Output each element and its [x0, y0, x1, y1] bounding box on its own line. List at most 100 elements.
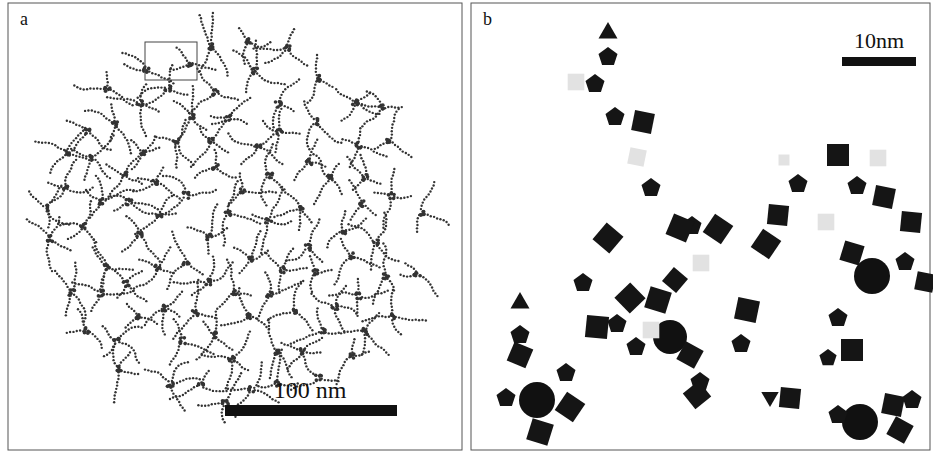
particle-dot — [270, 384, 272, 386]
particle-dot — [271, 220, 273, 222]
particle-dot — [271, 364, 273, 366]
particle-dot — [312, 153, 314, 155]
particle-dot — [167, 380, 169, 382]
particle-dot — [270, 219, 274, 223]
particle-dot — [128, 145, 130, 147]
particle-dot — [127, 142, 129, 144]
particle-dot — [260, 365, 262, 367]
particle-dot — [234, 176, 236, 178]
particle-dot — [114, 362, 116, 364]
particle-dot — [168, 189, 170, 191]
particle-dot — [260, 321, 262, 323]
particle-dot — [130, 287, 132, 289]
particle-dot — [216, 308, 218, 310]
particle-dot — [253, 220, 255, 222]
particle-dot — [155, 268, 159, 272]
particle-dot — [169, 68, 171, 70]
particle-dot — [231, 371, 233, 373]
particle-dot — [51, 231, 53, 233]
particle-dot — [290, 250, 292, 252]
particle-dot — [278, 121, 280, 123]
particle-dot — [261, 245, 263, 247]
particle-dot — [208, 329, 210, 331]
particle-dot — [378, 315, 380, 317]
particle-dot — [112, 352, 114, 354]
particle-dot — [310, 258, 312, 260]
particle-dot — [228, 175, 230, 177]
particle-dot — [277, 201, 279, 203]
particle-dot — [341, 226, 343, 228]
particle-dot — [128, 306, 130, 308]
particle-dot — [128, 103, 130, 105]
particle-dot — [349, 354, 353, 358]
particle-dot — [389, 205, 391, 207]
particle-dot — [112, 359, 114, 361]
particle-dot — [140, 105, 142, 107]
particle-dot — [103, 272, 105, 274]
particle-dot — [390, 184, 392, 186]
particle-dot — [266, 394, 268, 396]
particle-dot — [288, 37, 290, 39]
particle-dot — [208, 370, 210, 372]
particle-dot — [264, 218, 266, 220]
particle-dot — [101, 347, 103, 349]
particle-dot — [341, 241, 343, 243]
particle-dot — [268, 254, 270, 256]
particle-dot — [263, 392, 265, 394]
particle-dot — [327, 303, 329, 305]
particle-dot — [74, 265, 76, 267]
particle-dot — [160, 268, 162, 270]
particle-dot — [335, 233, 337, 235]
particle-dot — [51, 240, 53, 242]
particle-dot — [219, 170, 221, 172]
particle-dot — [211, 167, 215, 171]
particle-dot — [150, 370, 152, 372]
particle-dot — [212, 89, 214, 91]
particle-dot — [74, 275, 76, 277]
particle-dot — [153, 276, 155, 278]
particle-dot — [131, 168, 133, 170]
particle-dot — [117, 374, 119, 376]
particle-dot — [172, 373, 174, 375]
particle-dot — [168, 210, 170, 212]
particle-dot — [207, 249, 209, 251]
particle-dot — [262, 48, 264, 50]
particle-dot — [155, 108, 157, 110]
particle-dot — [73, 282, 75, 284]
particle-dot — [183, 131, 185, 133]
particle-dot — [268, 332, 270, 334]
particle-dot — [141, 92, 143, 94]
particle-dot — [391, 309, 393, 311]
particle-dot — [207, 326, 209, 328]
particle-dot — [278, 117, 280, 119]
particle-dot — [201, 353, 203, 355]
panel-frame — [471, 3, 930, 450]
particle-dot — [247, 394, 249, 396]
particle-dot — [393, 171, 395, 173]
particle-dot — [171, 64, 173, 66]
particle-dot — [126, 139, 128, 141]
panel-frame — [8, 3, 462, 450]
particle-dot — [246, 123, 248, 125]
particle-dot — [214, 206, 216, 208]
particle-dot — [81, 304, 83, 306]
particle-dot — [272, 129, 274, 131]
particle-dot — [56, 226, 58, 228]
particle-dot — [281, 131, 283, 133]
particle-dot — [115, 268, 117, 270]
particle-dot — [392, 197, 396, 201]
particle-dot — [385, 138, 389, 142]
particle-dot — [311, 148, 313, 150]
particle-dot — [338, 163, 340, 165]
particle-dot — [150, 319, 152, 321]
particle-dot — [202, 170, 204, 172]
particle-dot — [284, 105, 286, 107]
particle-dot — [337, 91, 339, 93]
particle-dot — [361, 353, 363, 355]
particle-dot — [160, 86, 162, 88]
particle-dot — [183, 409, 185, 411]
particle-dot — [298, 170, 300, 172]
particle-dot — [83, 307, 85, 309]
particle-dot — [284, 88, 286, 90]
particle-dot — [129, 321, 131, 323]
